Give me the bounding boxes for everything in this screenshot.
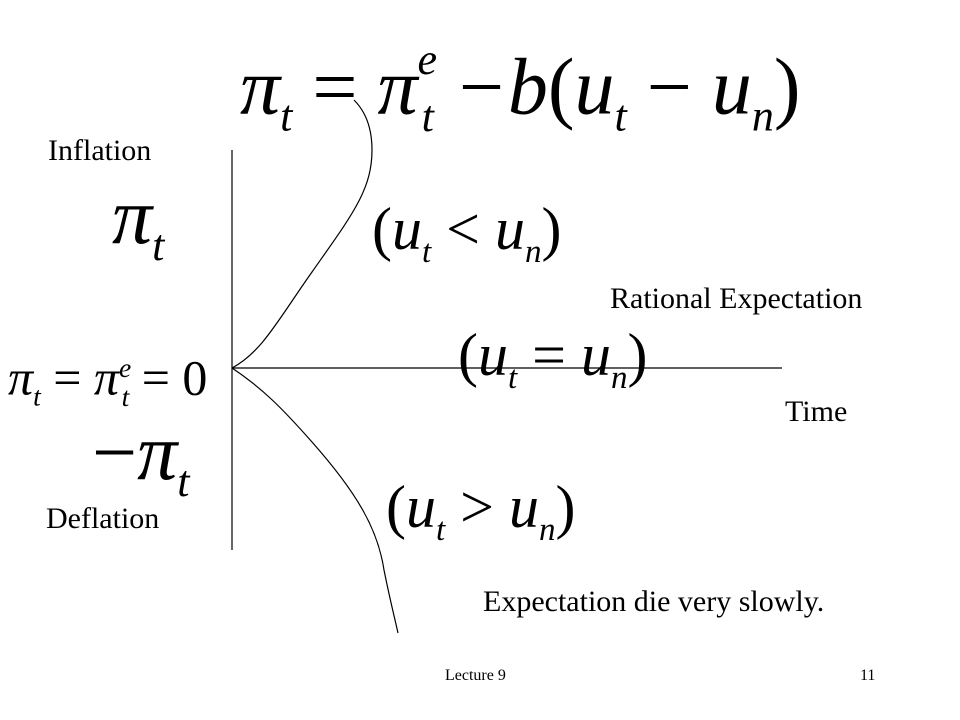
footer-page-number: 11 [860, 667, 876, 684]
inflation-label: Inflation [48, 134, 152, 167]
expected-pi-symbol: π [377, 43, 418, 132]
condition-lower: (ut > un) [386, 474, 576, 548]
rational-expectation-label: Rational Expectation [610, 282, 863, 315]
pi-symbol: π [240, 43, 281, 132]
lower-curve [231, 367, 399, 634]
deflation-label: Deflation [46, 502, 160, 535]
condition-middle: (ut = un) [458, 322, 648, 396]
pi-t-symbol: πt [112, 173, 165, 270]
expectation-note: Expectation die very slowly. [483, 585, 825, 618]
equals-sign: = [312, 43, 358, 132]
minus-b: −b [453, 43, 548, 132]
condition-upper: (ut < un) [372, 196, 562, 270]
time-label: Time [785, 395, 848, 428]
negative-pi-t-symbol: −πt [92, 409, 190, 506]
zero-equation: πt = πet = 0 [8, 349, 208, 412]
footer-lecture: Lecture 9 [445, 667, 506, 684]
upper-curve [231, 99, 373, 369]
main-equation: πt = πet −b(ut − un) [240, 35, 801, 141]
